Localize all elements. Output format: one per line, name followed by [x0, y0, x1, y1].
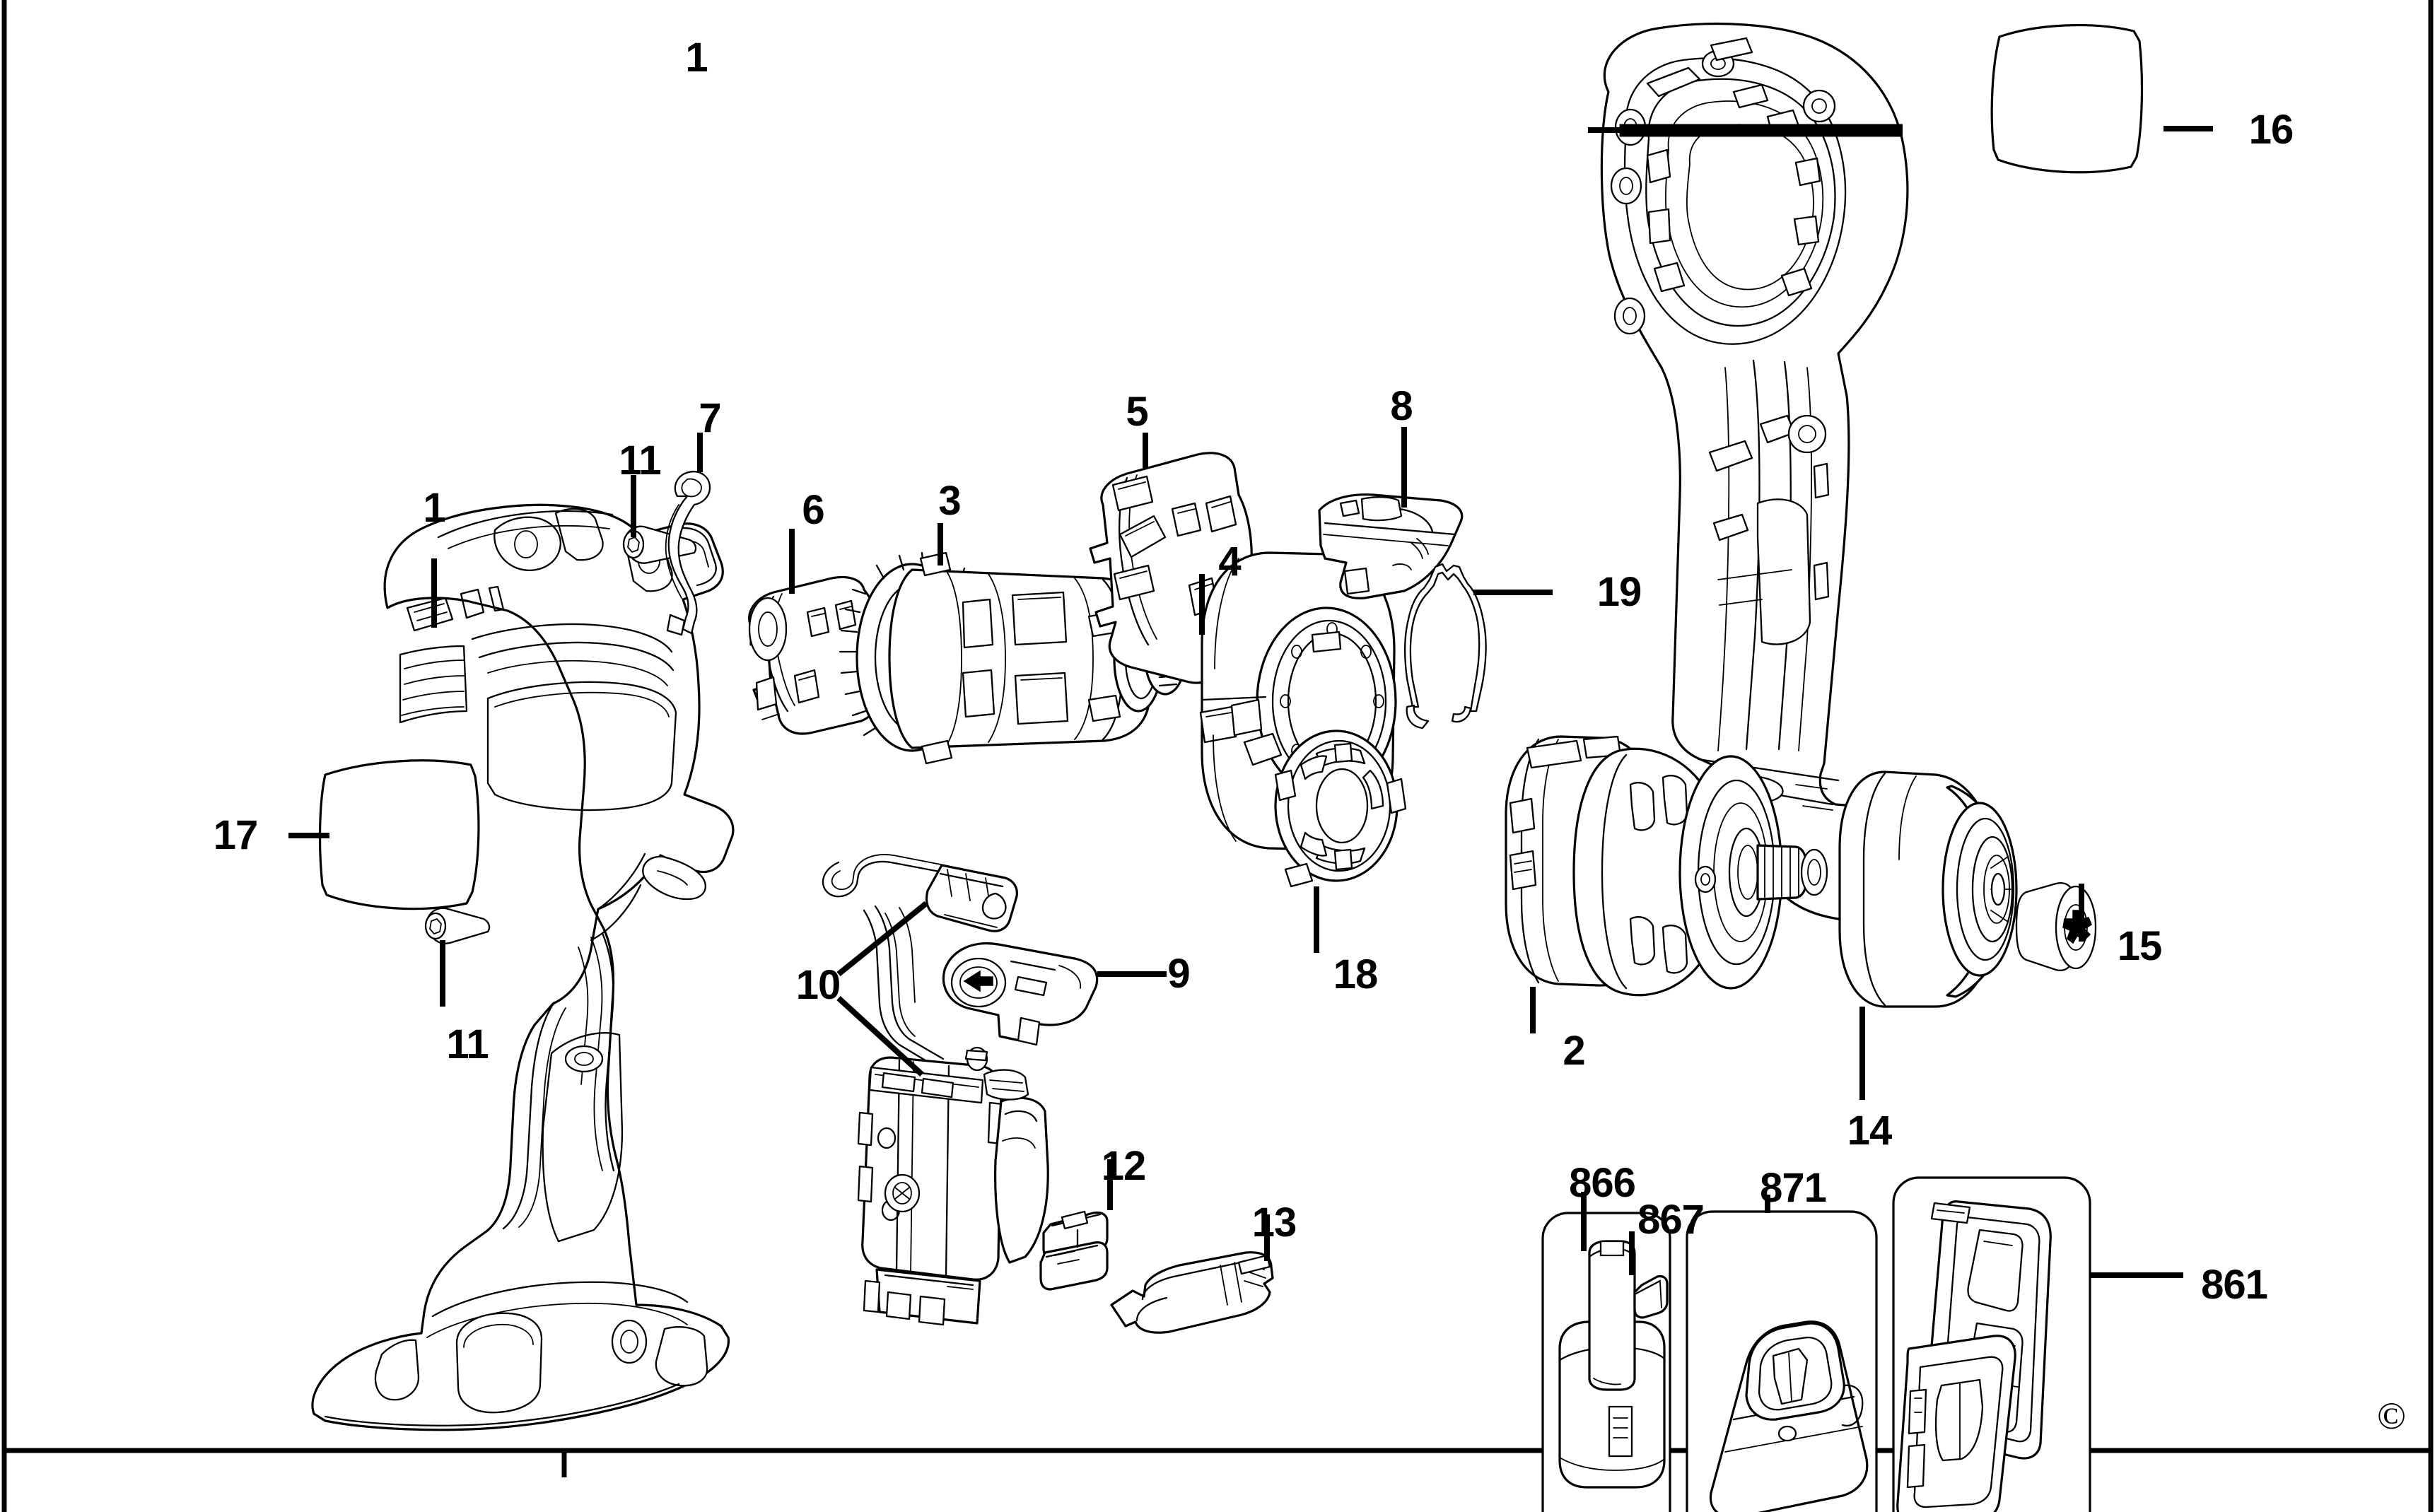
copyright-mark: ©	[2377, 1395, 2407, 1437]
part-nameplate-label-left	[318, 759, 480, 910]
callout-1-right-housing: 1	[685, 35, 708, 81]
callout-6: 6	[802, 487, 824, 533]
part-screwdriver-bit	[1110, 1251, 1274, 1334]
part-forward-reverse-lever	[942, 942, 1099, 1046]
part-motor-assembly	[839, 551, 1196, 765]
callout-11-upper: 11	[619, 438, 661, 484]
callout-10: 10	[795, 962, 841, 1008]
callout-861: 861	[2201, 1262, 2268, 1308]
part-terminal-contact-clip	[1039, 1210, 1109, 1291]
part-wire-clip	[665, 470, 711, 636]
callout-16: 16	[2248, 107, 2294, 153]
part-motor-end-cap	[1243, 729, 1407, 888]
part-housing-clamshell-left	[311, 503, 735, 1431]
callout-11-lower: 11	[446, 1021, 489, 1067]
callout-5: 5	[1126, 389, 1148, 435]
callout-8: 8	[1390, 383, 1413, 429]
callout-867: 867	[1637, 1197, 1705, 1243]
part-spring-clip	[1404, 563, 1487, 729]
part-trigger-switch-assembly	[822, 854, 1049, 1326]
callout-1-left-housing: 1	[423, 485, 445, 531]
accessory-box-battery	[1541, 1212, 1671, 1512]
callout-12: 12	[1101, 1143, 1147, 1189]
callout-871: 871	[1760, 1165, 1827, 1211]
callout-13: 13	[1251, 1200, 1297, 1246]
part-nameplate-label-right	[1990, 24, 2144, 174]
leader-lines	[288, 124, 2213, 1278]
callout-9: 9	[1167, 951, 1190, 997]
callout-7: 7	[699, 395, 721, 441]
callout-18: 18	[1333, 951, 1379, 997]
part-keyless-chuck	[1838, 770, 2018, 1008]
callout-14: 14	[1847, 1108, 1893, 1154]
part-screw-socket-head-left	[424, 907, 491, 944]
callout-19: 19	[1596, 569, 1642, 615]
callout-866: 866	[1569, 1160, 1636, 1206]
accessory-box-kitcase	[1892, 1176, 2091, 1512]
callout-4: 4	[1218, 539, 1241, 585]
callout-2: 2	[1563, 1028, 1585, 1074]
callout-3: 3	[938, 478, 961, 524]
part-speed-selector-slide	[1318, 493, 1464, 599]
accessory-box-charger	[1686, 1210, 1878, 1512]
callout-17: 17	[213, 812, 259, 858]
part-gearbox-assembly	[1505, 735, 1828, 997]
callout-15: 15	[2117, 923, 2163, 969]
